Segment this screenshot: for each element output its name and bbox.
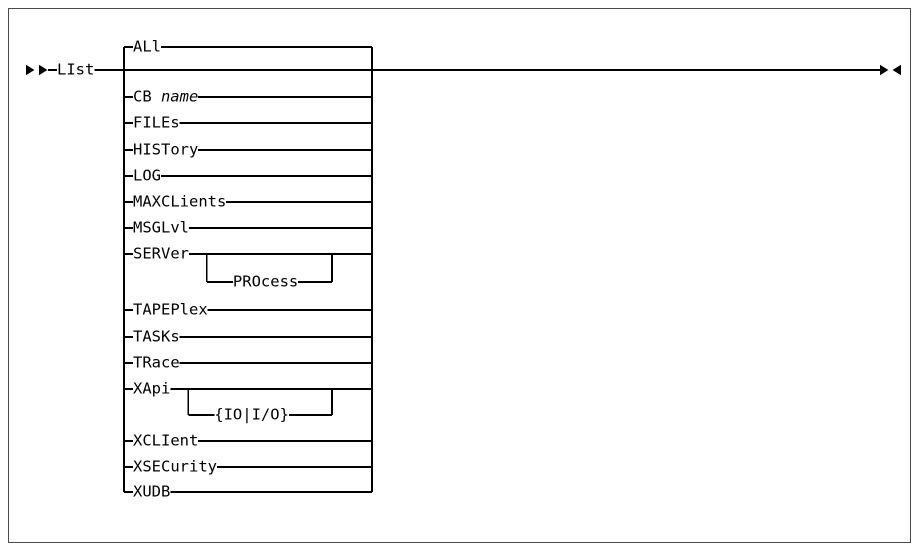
branch-xclient[interactable]: XCLIent: [124, 432, 372, 450]
branch-tasks-label: TASKs: [133, 328, 180, 346]
branch-server-label: SERVer: [133, 245, 189, 263]
branch-xapi-label: XApi: [133, 380, 170, 398]
branch-all-label: ALl: [133, 38, 161, 56]
branch-log[interactable]: LOG: [124, 167, 372, 185]
command-keyword: LIst: [57, 61, 94, 79]
branch-trace[interactable]: TRace: [124, 354, 372, 372]
branch-tapeplex[interactable]: TAPEPlex: [124, 301, 372, 319]
branch-maxclients[interactable]: MAXCLients: [124, 193, 372, 211]
branch-cb-label: CB: [133, 88, 152, 106]
branch-cb-operand: name: [161, 88, 198, 106]
branch-tapeplex-label: TAPEPlex: [133, 301, 208, 319]
branch-xudb[interactable]: XUDB: [124, 483, 372, 501]
branch-files-label: FILEs: [133, 114, 180, 132]
branch-xudb-label: XUDB: [133, 483, 170, 501]
diagram-border: [8, 8, 911, 543]
start-arrow-1: [26, 64, 35, 76]
branch-tasks[interactable]: TASKs: [124, 328, 372, 346]
branch-xclient-label: XCLIent: [133, 432, 198, 450]
end-arrow-left: [892, 64, 901, 76]
suboption-xapi-mode-label: {IO|I/O}: [214, 406, 289, 424]
end-arrow-right: [880, 64, 889, 76]
branch-files[interactable]: FILEs: [124, 114, 372, 132]
branch-msglvl-label: MSGLvl: [133, 219, 189, 237]
suboption-xapi-mode[interactable]: {IO|I/O}: [170, 388, 372, 424]
branch-maxclients-label: MAXCLients: [133, 193, 226, 211]
branch-all[interactable]: ALl: [124, 38, 372, 56]
branch-msglvl[interactable]: MSGLvl: [124, 219, 372, 237]
suboption-process[interactable]: PROcess: [188, 253, 372, 291]
suboption-process-label: PROcess: [233, 273, 298, 291]
branch-history[interactable]: HISTory: [124, 141, 372, 159]
start-arrow-2: [39, 64, 48, 76]
branch-cb[interactable]: CB name: [124, 88, 372, 106]
branch-log-label: LOG: [133, 167, 161, 185]
branch-trace-label: TRace: [133, 354, 180, 372]
branch-history-label: HISTory: [133, 141, 198, 159]
branch-xapi[interactable]: XApi {IO|I/O}: [124, 380, 372, 424]
branch-xsecurity-label: XSECurity: [133, 458, 217, 476]
branch-xsecurity[interactable]: XSECurity: [124, 458, 372, 476]
